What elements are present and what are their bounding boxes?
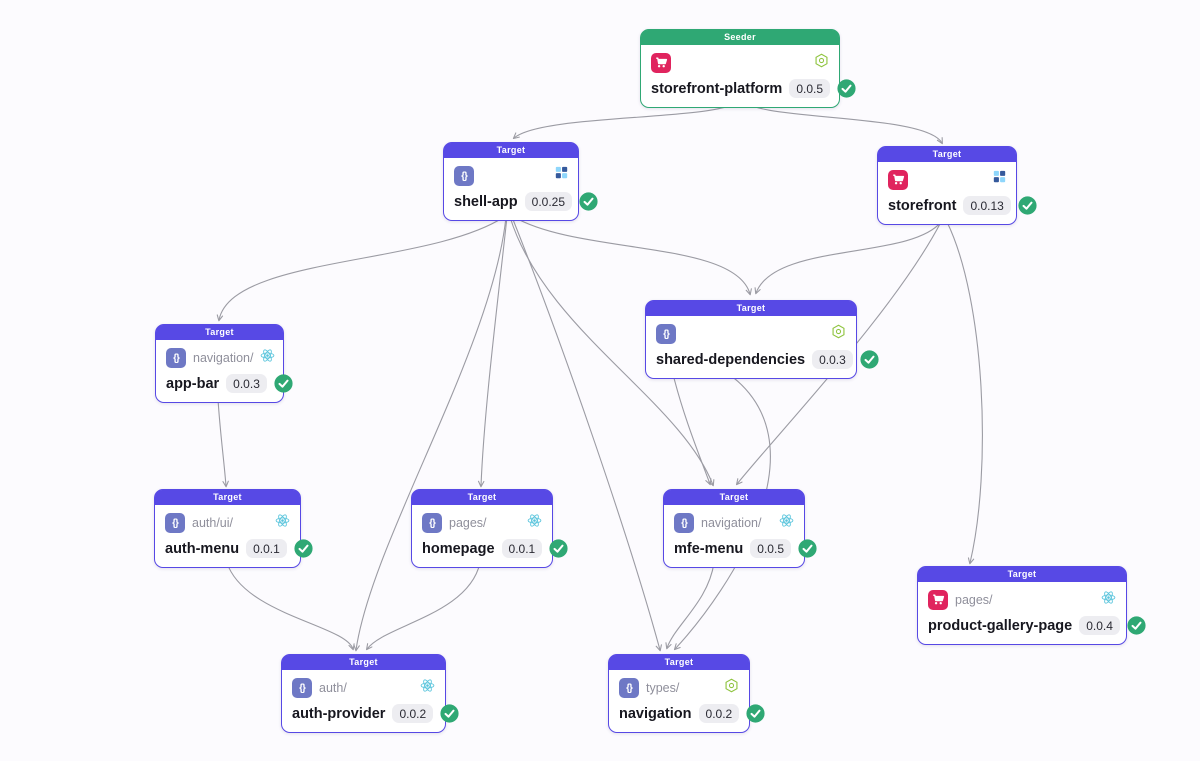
edge-auth-menu-auth-provider (226, 562, 355, 651)
node-types-navigation[interactable]: Target {} types/ navigation 0.0.2 (608, 654, 750, 733)
app-name: auth-provider (292, 705, 386, 722)
app-name: shell-app (454, 193, 518, 210)
app-name: storefront (888, 197, 957, 214)
app-name: shared-dependencies (656, 351, 806, 368)
edge-mfe-menu-types-navigation (665, 562, 715, 650)
module-prefix: navigation/ (193, 351, 254, 365)
node-kind-label: Target (412, 490, 552, 505)
node-kind-label: Target (282, 655, 445, 670)
module-prefix: auth/ui/ (192, 516, 234, 530)
check-icon (274, 374, 293, 393)
edge-shell-app-homepage (477, 216, 508, 488)
edge-homepage-auth-provider (365, 562, 481, 651)
node-auth-provider[interactable]: Target {} auth/ auth-provider 0.0.2 (281, 654, 446, 733)
edge-shell-app-types-navigation (511, 216, 662, 652)
node-kind-label: Target (444, 143, 578, 158)
node-kind-label: Target (609, 655, 749, 670)
module-prefix: pages/ (955, 593, 993, 607)
check-icon (294, 539, 313, 558)
edge-storefront-shared-dependencies (754, 221, 942, 295)
shopping-cart-icon (928, 590, 948, 610)
react-icon (779, 513, 794, 528)
check-icon (798, 539, 817, 558)
check-icon (440, 704, 459, 723)
edge-storefront-product-gallery-page (946, 221, 983, 565)
module-prefix: navigation/ (701, 516, 762, 530)
edge-shared-dependencies-mfe-menu (671, 369, 712, 486)
braces-icon: {} (165, 513, 185, 533)
module-prefix: pages/ (449, 516, 487, 530)
check-icon (837, 79, 856, 98)
rspack-icon (993, 170, 1006, 183)
version-badge: 0.0.3 (226, 374, 267, 393)
react-icon (1101, 590, 1116, 605)
node-product-gallery-page[interactable]: Target pages/ product-gallery-page 0.0.4 (917, 566, 1127, 645)
braces-icon: {} (674, 513, 694, 533)
hexagon-bundler-icon (831, 324, 846, 339)
node-storefront-platform[interactable]: Seeder storefront-platform 0.0.5 (640, 29, 840, 108)
braces-icon: {} (166, 348, 186, 368)
check-icon (860, 350, 879, 369)
version-badge: 0.0.1 (246, 539, 287, 558)
react-icon (527, 513, 542, 528)
app-name: app-bar (166, 375, 220, 392)
edge-shell-app-shared-dependencies (513, 216, 752, 296)
check-icon (579, 192, 598, 211)
node-shell-app[interactable]: Target {} shell-app 0.0.25 (443, 142, 579, 221)
version-badge: 0.0.13 (963, 196, 1011, 215)
node-kind-label: Target (918, 567, 1126, 582)
module-prefix: types/ (646, 681, 680, 695)
app-name: homepage (422, 540, 495, 557)
node-kind-label: Target (155, 490, 300, 505)
check-icon (1127, 616, 1146, 635)
version-badge: 0.0.5 (789, 79, 831, 98)
node-kind-label: Target (156, 325, 283, 340)
braces-icon: {} (619, 678, 639, 698)
edge-shell-app-app-bar (216, 216, 505, 322)
braces-icon: {} (292, 678, 312, 698)
node-homepage[interactable]: Target {} pages/ homepage 0.0.1 (411, 489, 553, 568)
node-storefront[interactable]: Target storefront 0.0.13 (877, 146, 1017, 225)
node-kind-label: Seeder (641, 30, 839, 45)
version-badge: 0.0.25 (524, 192, 573, 211)
version-badge: 0.0.4 (1079, 616, 1120, 635)
version-badge: 0.0.3 (812, 350, 853, 369)
check-icon (746, 704, 765, 723)
app-name: product-gallery-page (928, 617, 1073, 634)
react-icon (275, 513, 290, 528)
react-icon (420, 678, 435, 693)
shopping-cart-icon (651, 53, 671, 73)
braces-icon: {} (422, 513, 442, 533)
node-auth-menu[interactable]: Target {} auth/ui/ auth-menu 0.0.1 (154, 489, 301, 568)
braces-icon: {} (454, 166, 474, 186)
edge-shell-app-auth-provider (353, 216, 507, 652)
shopping-cart-icon (888, 170, 908, 190)
node-app-bar[interactable]: Target {} navigation/ app-bar 0.0.3 (155, 324, 284, 403)
app-name: mfe-menu (674, 540, 744, 557)
version-badge: 0.0.2 (698, 704, 740, 723)
node-kind-label: Target (664, 490, 804, 505)
node-kind-label: Target (646, 301, 856, 316)
check-icon (1018, 196, 1037, 215)
rspack-icon (555, 166, 568, 179)
version-badge: 0.0.5 (750, 539, 791, 558)
braces-icon: {} (656, 324, 676, 344)
node-kind-label: Target (878, 147, 1016, 162)
version-badge: 0.0.1 (501, 539, 543, 558)
app-name: storefront-platform (651, 80, 783, 97)
hexagon-bundler-icon (814, 53, 829, 68)
app-name: auth-menu (165, 540, 240, 557)
node-mfe-menu[interactable]: Target {} navigation/ mfe-menu 0.0.5 (663, 489, 805, 568)
check-icon (549, 539, 568, 558)
node-shared-dependencies[interactable]: Target {} shared-dependencies 0.0.3 (645, 300, 857, 379)
version-badge: 0.0.2 (392, 704, 434, 723)
hexagon-bundler-icon (724, 678, 739, 693)
app-name: navigation (619, 705, 692, 722)
module-prefix: auth/ (319, 681, 347, 695)
edge-app-bar-auth-menu (217, 398, 229, 488)
react-icon (260, 348, 275, 363)
